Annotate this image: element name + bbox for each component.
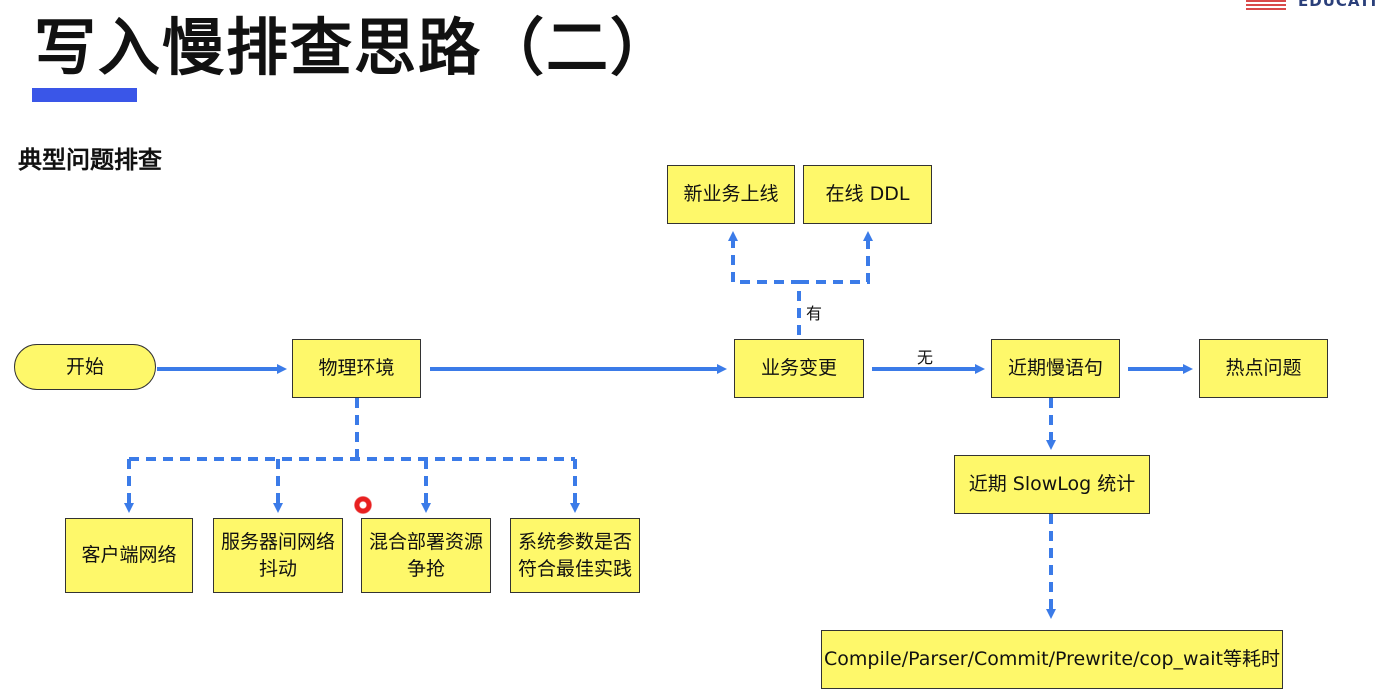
edge-business-branch-up	[728, 231, 801, 335]
node-online-ddl: 在线 DDL	[803, 165, 932, 224]
node-slowlog-stats: 近期 SlowLog 统计	[954, 455, 1150, 514]
node-mixed-deploy: 混合部署资源 争抢	[361, 518, 491, 593]
node-recent-slow-sql: 近期慢语句	[991, 339, 1120, 398]
node-hotspot: 热点问题	[1199, 339, 1328, 398]
node-server-network: 服务器间网络 抖动	[213, 518, 343, 593]
brand-logo: EDUCATIO	[1246, 0, 1376, 12]
edge-business-branch-ddl	[799, 231, 873, 284]
node-business-change: 业务变更	[734, 339, 864, 398]
page-title: 写入慢排查思路（二）	[34, 11, 675, 84]
brand-flag-icon	[1246, 0, 1286, 10]
node-new-business: 新业务上线	[667, 165, 795, 224]
node-client-network: 客户端网络	[65, 518, 193, 593]
node-system-params: 系统参数是否 符合最佳实践	[510, 518, 640, 593]
section-subtitle: 典型问题排查	[18, 146, 162, 174]
node-time-breakdown: Compile/Parser/Commit/Prewrite/cop_wait等…	[821, 630, 1283, 689]
title-underline	[32, 88, 137, 102]
edge-label-none: 无	[917, 348, 934, 367]
node-start: 开始	[14, 344, 156, 390]
node-physical-env: 物理环境	[292, 339, 421, 398]
pointer-cursor-icon	[354, 496, 372, 514]
brand-text: EDUCATIO	[1298, 0, 1376, 10]
edge-label-has: 有	[806, 304, 823, 323]
